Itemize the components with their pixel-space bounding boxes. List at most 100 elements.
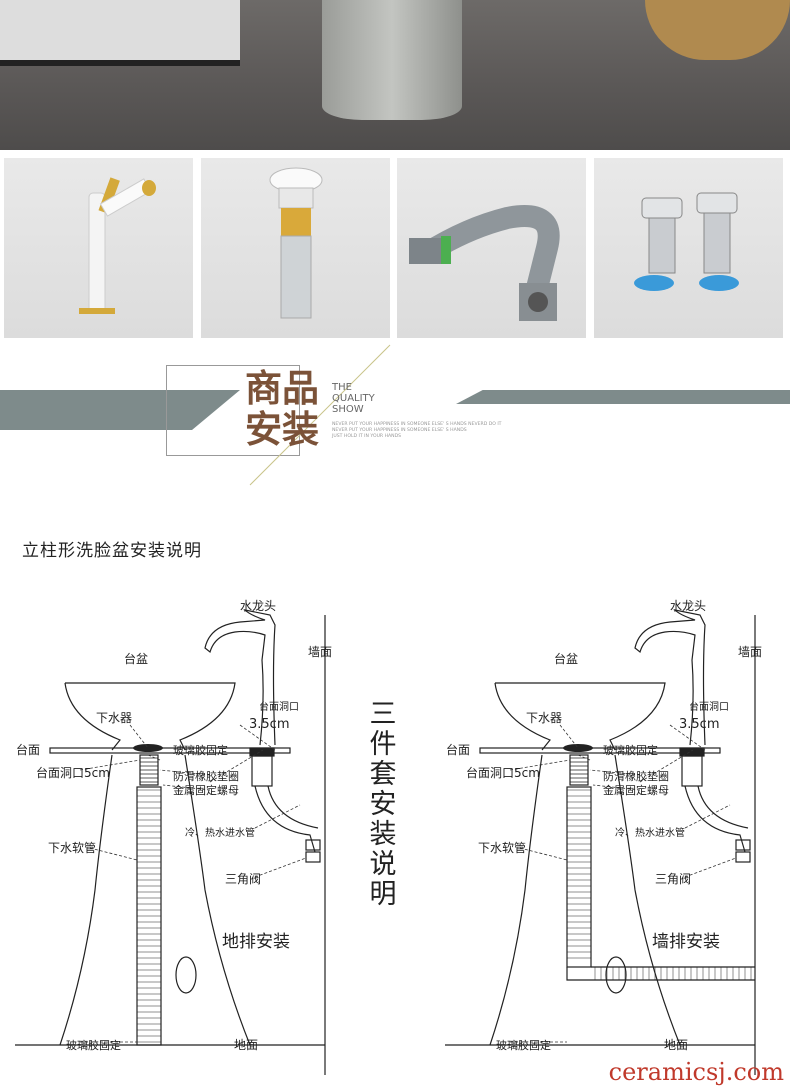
leader-line bbox=[254, 857, 307, 878]
faucet-outline bbox=[634, 609, 706, 746]
label-inlet: 冷、热水进水管 bbox=[185, 826, 255, 839]
banner-english-title: THE QUALITY SHOW bbox=[332, 382, 375, 415]
caption-char: 件 bbox=[369, 729, 397, 760]
label-wall: 墙面 bbox=[308, 645, 332, 659]
english-line: THE bbox=[332, 382, 352, 393]
label-valve: 三角阀 bbox=[225, 872, 261, 886]
caption-char: 三 bbox=[369, 699, 397, 730]
tagline-line: NEVER PUT YOUR HAPPINESS IN SOMEONE ELSE… bbox=[332, 428, 467, 433]
leader-line bbox=[684, 804, 731, 829]
faucet-thumbnail bbox=[4, 158, 193, 338]
leader-line bbox=[592, 784, 641, 791]
label-hose: 下水软管 bbox=[48, 840, 96, 855]
center-caption: 三 件 套 安 装 说 明 bbox=[368, 700, 398, 910]
banner-tagline: NEVER PUT YOUR HAPPINESS IN SOMEONE ELSE… bbox=[332, 422, 501, 440]
banner-frame bbox=[166, 365, 300, 456]
leader-line bbox=[519, 847, 568, 861]
label-inlet: 冷、热水进水管 bbox=[615, 826, 685, 839]
tagline-line: JUST HOLD IT IN YOUR HANDS bbox=[332, 434, 402, 439]
drain-cap bbox=[563, 744, 593, 752]
label-basin: 台盆 bbox=[124, 651, 148, 666]
label-hose: 下水软管 bbox=[478, 840, 526, 855]
label-hole: 台面洞口 bbox=[689, 700, 729, 713]
leader-line bbox=[669, 724, 706, 751]
leader-line bbox=[509, 759, 571, 771]
label-wall: 墙面 bbox=[738, 645, 762, 659]
english-line: QUALITY bbox=[332, 393, 375, 404]
section-title: 立柱形洗脸盆安装说明 bbox=[22, 541, 202, 561]
caption-char: 安 bbox=[369, 789, 397, 820]
countertop bbox=[479, 747, 721, 754]
basin-outline bbox=[494, 682, 666, 751]
label-nut: 金属固定螺母 bbox=[173, 783, 239, 797]
label-valve: 三角阀 bbox=[655, 872, 691, 886]
pedestal-opening bbox=[175, 956, 197, 994]
tagline-line: NEVER PUT YOUR HAPPINESS IN SOMEONE ELSE… bbox=[332, 422, 502, 427]
angle-valve-thumbnail bbox=[594, 158, 783, 338]
leader-line bbox=[209, 749, 264, 783]
label-drain-hole: 台面洞口5cm bbox=[466, 765, 540, 780]
label-glue: 玻璃胶固定 bbox=[603, 743, 658, 757]
label-mode: 墙排安装 bbox=[652, 932, 720, 952]
banner-diagonal bbox=[249, 344, 391, 486]
pedestal-outline bbox=[489, 754, 681, 1046]
faucet-nut bbox=[249, 747, 275, 757]
label-gasket: 防滑橡胶垫圈 bbox=[173, 769, 239, 783]
label-drain: 下水器 bbox=[526, 711, 562, 725]
banner-stripe-right bbox=[456, 390, 790, 404]
label-faucet: 水龙头 bbox=[240, 599, 276, 613]
label-floor-glue: 玻璃胶固定 bbox=[66, 1038, 121, 1052]
banner-title-line1: 商品 bbox=[245, 367, 319, 410]
banner-title-line2: 安装 bbox=[245, 408, 319, 451]
label-drain-hole: 台面洞口5cm bbox=[36, 765, 110, 780]
pedestal-opening bbox=[605, 956, 627, 994]
countertop bbox=[49, 747, 291, 754]
caption-char: 说 bbox=[369, 849, 397, 880]
leader-line bbox=[79, 759, 141, 771]
watermark: ceramicsj.com bbox=[608, 1058, 784, 1086]
label-hole-size: 3.5cm bbox=[249, 717, 290, 732]
inlet-pipe bbox=[684, 785, 749, 853]
banner-title: 商品 安装 bbox=[245, 368, 319, 450]
leader-line bbox=[589, 769, 641, 776]
basin-outline bbox=[64, 682, 236, 751]
label-counter: 台面 bbox=[446, 742, 470, 757]
faucet-thread bbox=[251, 755, 273, 787]
pedestal-basin-image bbox=[322, 0, 462, 120]
label-counter: 台面 bbox=[16, 742, 40, 757]
inlet-pipe bbox=[254, 785, 319, 853]
leader-line bbox=[162, 784, 211, 791]
label-hole: 台面洞口 bbox=[259, 700, 299, 713]
drain-hose bbox=[566, 786, 592, 968]
label-floor-glue: 玻璃胶固定 bbox=[496, 1038, 551, 1052]
label-floor: 地面 bbox=[664, 1038, 688, 1052]
leader-line bbox=[639, 749, 694, 783]
leader-line bbox=[147, 754, 161, 761]
label-faucet: 水龙头 bbox=[670, 599, 706, 613]
leader-line bbox=[577, 754, 591, 761]
label-hole-size: 3.5cm bbox=[679, 717, 720, 732]
drain-thumbnail bbox=[201, 158, 390, 338]
leader-line bbox=[684, 857, 737, 878]
leader-line bbox=[89, 847, 138, 861]
diagram-floor-drain: 水龙头墙面 台盆下水器台面玻璃胶固定 台面洞口 3.5cm 台面洞口5cm 防滑橡胶垫圈金… bbox=[15, 599, 332, 1075]
angle-valve bbox=[735, 851, 751, 863]
faucet-thread bbox=[681, 755, 703, 787]
angle-valve bbox=[305, 851, 321, 863]
label-basin: 台盆 bbox=[554, 651, 578, 666]
label-drain: 下水器 bbox=[96, 711, 132, 725]
pedestal-outline bbox=[59, 754, 251, 1046]
angle-valve bbox=[735, 839, 751, 851]
wall-frame bbox=[0, 0, 240, 66]
drain-cap bbox=[133, 744, 163, 752]
faucet-outline bbox=[204, 609, 276, 746]
caption-char: 明 bbox=[369, 879, 397, 910]
label-mode: 地排安装 bbox=[222, 932, 290, 952]
leader-line bbox=[254, 804, 301, 829]
hero-photo bbox=[0, 0, 790, 150]
label-gasket: 防滑橡胶垫圈 bbox=[603, 769, 669, 783]
leader-line bbox=[159, 769, 211, 776]
angle-valve bbox=[305, 839, 321, 851]
label-floor: 地面 bbox=[234, 1038, 258, 1052]
